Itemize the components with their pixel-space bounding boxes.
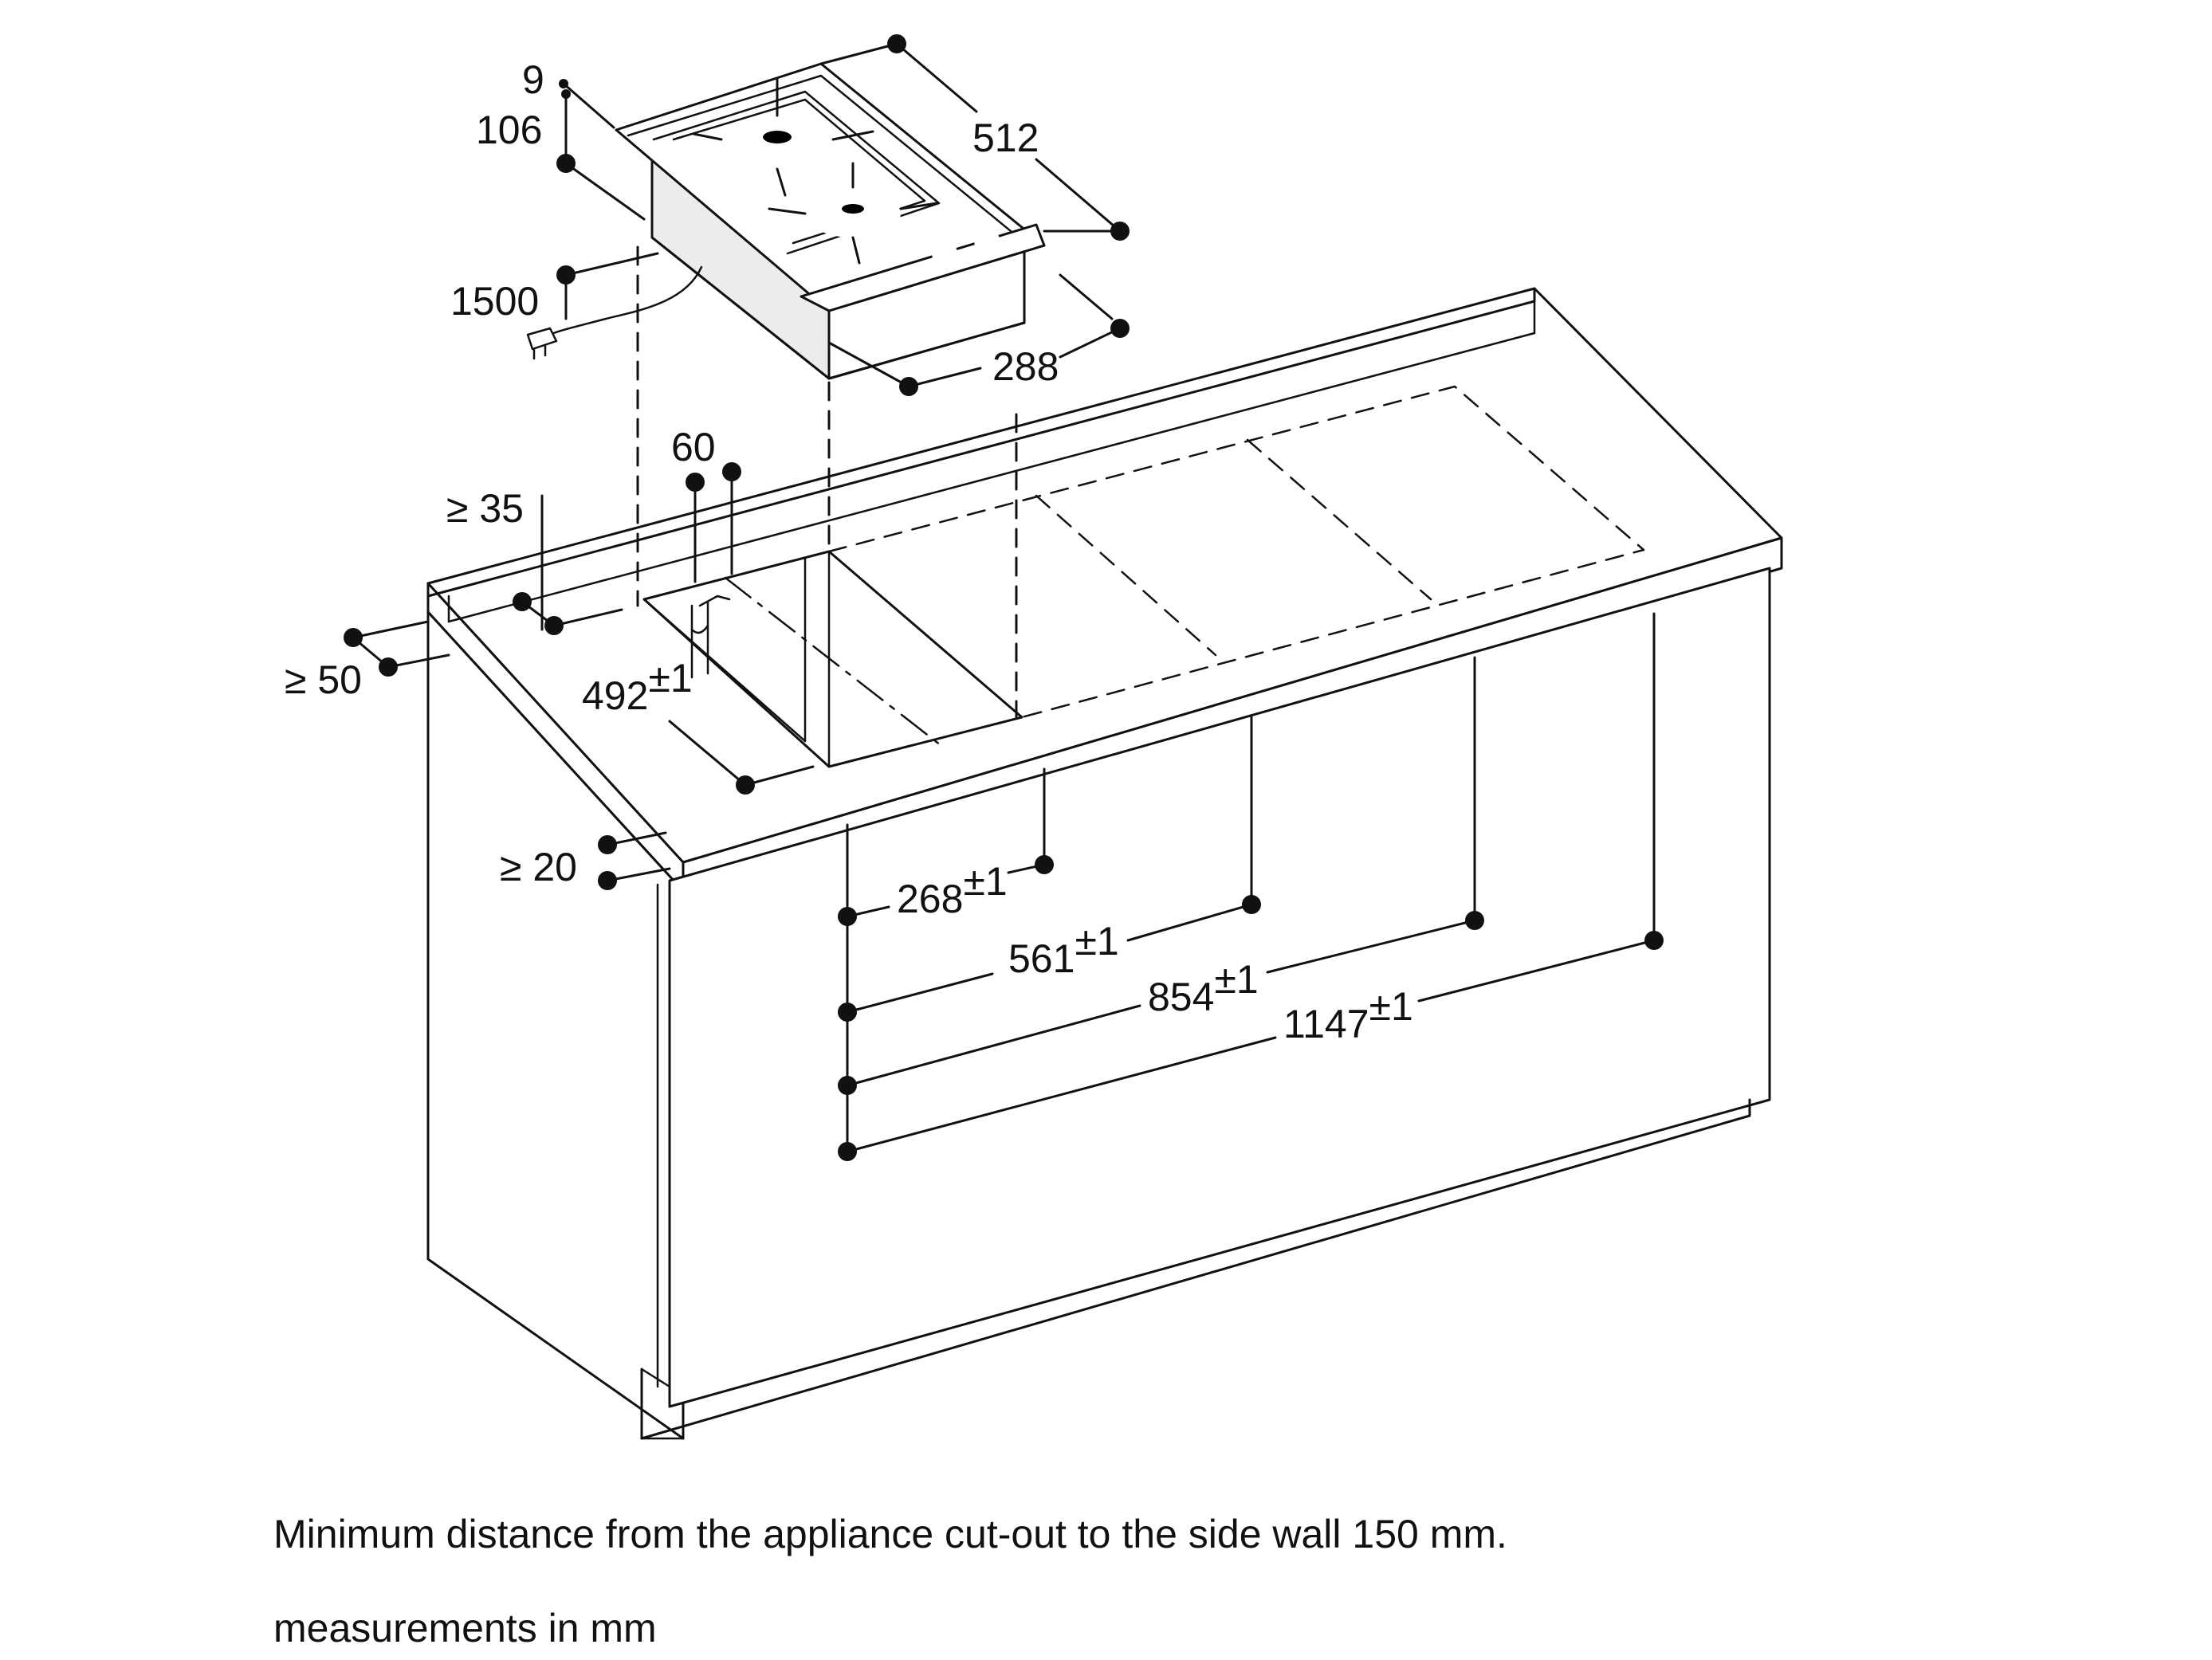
cabinet (426, 287, 1783, 1440)
dim-106: 106 (476, 108, 542, 152)
dim-1500: 1500 (450, 279, 539, 324)
dim-492: 492±1 (582, 656, 693, 718)
dim-9: 9 (522, 57, 544, 102)
plinth (640, 1098, 1751, 1440)
adjacent-hob-outlines (827, 385, 1645, 719)
dim-ge20: ≥ 20 (500, 845, 577, 889)
cabinet-front (668, 567, 1771, 1408)
gas-hob-appliance (526, 62, 1046, 380)
dimension-dots (344, 34, 1664, 1161)
control-knob-2 (974, 228, 1000, 253)
gas-pipe (690, 595, 731, 634)
min-distance-note: Minimum distance from the appliance cut-… (273, 1512, 1507, 1556)
cutout (642, 550, 1023, 768)
control-knob-1 (932, 241, 957, 266)
dim-ge50: ≥ 50 (285, 657, 362, 702)
power-cable (548, 265, 703, 336)
dim-854: 854±1 (1148, 957, 1259, 1019)
cutout-centre-line (724, 576, 942, 747)
units-note: measurements in mm (273, 1606, 657, 1650)
plug-icon (526, 327, 558, 360)
dim-ge35: ≥ 35 (446, 486, 524, 531)
dim-512: 512 (972, 116, 1039, 160)
dim-60: 60 (671, 425, 716, 469)
dimension-labels: 9 106 512 1500 288 60 ≥ 35 ≥ 50 ≥ 20 492… (285, 57, 1413, 1046)
dimension-lines (352, 42, 1656, 1153)
dim-1147: 1147±1 (1283, 984, 1413, 1046)
dim-268: 268±1 (897, 859, 1008, 921)
back-upstand (426, 287, 1536, 598)
projection-lines (636, 245, 1018, 719)
back-upstand-inner (447, 332, 1536, 623)
cutout-opening (642, 550, 1023, 768)
dim-288: 288 (992, 344, 1059, 389)
dim-561: 561±1 (1008, 919, 1119, 981)
